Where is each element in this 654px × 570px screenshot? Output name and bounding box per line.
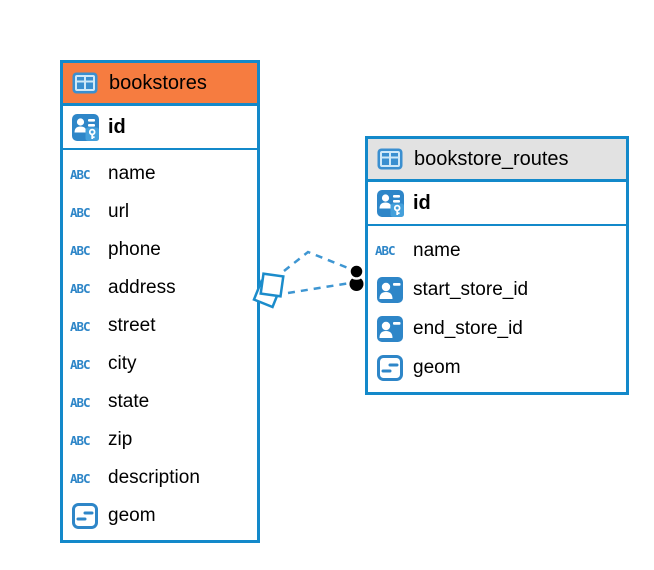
relationship-line-2[interactable] [287, 281, 351, 295]
svg-text:ABC: ABC [70, 205, 90, 220]
primary-key-icon [70, 113, 100, 141]
column-name: url [108, 201, 130, 222]
column-row[interactable]: ABC address [63, 269, 257, 307]
column-row[interactable]: ABC name [368, 231, 626, 270]
column-name: state [108, 391, 150, 412]
text-type-icon: ABC [70, 470, 100, 487]
column-name: name [108, 163, 156, 184]
primary-key-icon [375, 189, 405, 217]
svg-text:ABC: ABC [70, 395, 90, 410]
column-name: end_store_id [413, 317, 523, 339]
column-row[interactable]: ABC zip [63, 421, 257, 459]
column-name: phone [108, 239, 161, 260]
table-icon [70, 72, 100, 94]
relationship-endpoint-dot-lower[interactable] [349, 277, 364, 291]
column-name: geom [413, 356, 461, 378]
column-name: description [108, 467, 200, 488]
svg-text:ABC: ABC [70, 471, 90, 486]
relationship-line-group[interactable] [252, 250, 365, 309]
primary-key-row[interactable]: id [368, 182, 626, 226]
table-bookstore-routes[interactable]: bookstore_routes id ABC name start_store_i… [365, 136, 629, 395]
column-row[interactable]: ABC description [63, 459, 257, 497]
bookstore-routes-table-header[interactable]: bookstore_routes [368, 139, 626, 182]
text-type-icon: ABC [70, 280, 100, 297]
column-name: start_store_id [413, 278, 529, 300]
relationship-diamond-marker-front[interactable] [259, 272, 285, 298]
text-type-icon: ABC [70, 166, 100, 183]
text-type-icon: ABC [70, 318, 100, 335]
svg-text:ABC: ABC [70, 433, 90, 448]
column-row[interactable]: ABC phone [63, 231, 257, 269]
svg-text:ABC: ABC [70, 319, 90, 334]
text-type-icon: ABC [70, 394, 100, 411]
bookstores-table-header[interactable]: bookstores [63, 63, 257, 106]
foreign-key-icon [375, 315, 405, 342]
column-row[interactable]: end_store_id [368, 309, 626, 348]
column-name: name [413, 239, 461, 261]
column-name: city [108, 353, 137, 374]
geometry-type-icon [375, 354, 405, 381]
primary-key-row[interactable]: id [63, 106, 257, 150]
svg-text:ABC: ABC [70, 281, 90, 296]
primary-key-name: id [108, 115, 126, 138]
relationship-line-1[interactable] [283, 250, 354, 272]
column-row[interactable]: geom [368, 348, 626, 387]
table-title: bookstores [109, 71, 207, 94]
column-row[interactable]: ABC street [63, 307, 257, 345]
column-name: address [108, 277, 176, 298]
column-row[interactable]: ABC city [63, 345, 257, 383]
table-icon [375, 148, 405, 170]
svg-text:ABC: ABC [70, 357, 90, 372]
foreign-key-icon [375, 276, 405, 303]
column-name: street [108, 315, 156, 336]
svg-text:ABC: ABC [70, 243, 90, 258]
text-type-icon: ABC [70, 204, 100, 221]
column-name: zip [108, 429, 133, 450]
text-type-icon: ABC [375, 242, 405, 259]
column-row[interactable]: ABC url [63, 193, 257, 231]
column-row[interactable]: ABC state [63, 383, 257, 421]
svg-text:ABC: ABC [375, 243, 395, 258]
column-row[interactable]: ABC name [63, 155, 257, 193]
column-row[interactable]: start_store_id [368, 270, 626, 309]
text-type-icon: ABC [70, 356, 100, 373]
svg-text:ABC: ABC [70, 167, 90, 182]
relationship-endpoint-dot-upper[interactable] [348, 263, 365, 280]
primary-key-name: id [413, 191, 431, 214]
table-title: bookstore_routes [414, 147, 569, 170]
column-row[interactable]: geom [63, 497, 257, 535]
column-name: geom [108, 505, 156, 526]
geometry-type-icon [70, 503, 100, 529]
text-type-icon: ABC [70, 432, 100, 449]
text-type-icon: ABC [70, 242, 100, 259]
